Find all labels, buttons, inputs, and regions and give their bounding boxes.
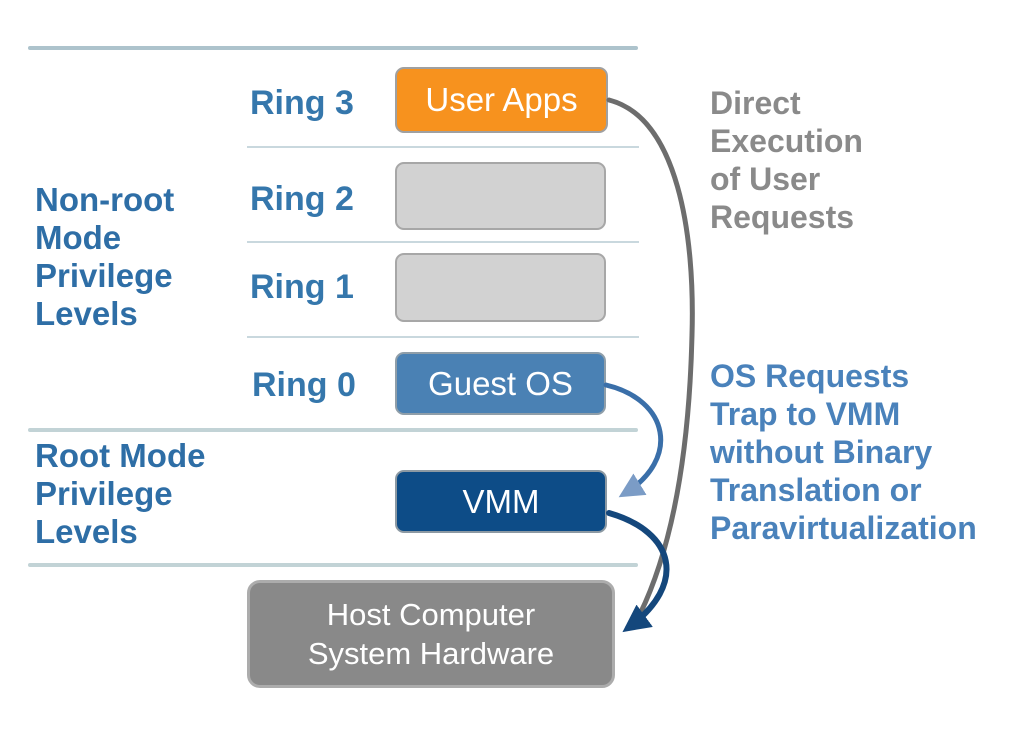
top-separator-line [28, 46, 638, 50]
guest-os-box: Guest OS [395, 352, 606, 415]
ring2-label: Ring 2 [250, 180, 354, 218]
direct-execution-arrow [606, 97, 695, 617]
root-mode-separator-line [28, 428, 638, 432]
ring3-ring2-divider [247, 146, 639, 148]
ring2-empty-box [395, 162, 606, 230]
hardware-separator-line [28, 563, 638, 567]
trap-to-vmm-note: OS Requests Trap to VMM without Binary T… [710, 358, 977, 546]
vmm-box: VMM [395, 470, 607, 533]
ring1-empty-box [395, 253, 606, 322]
ring3-label: Ring 3 [250, 84, 354, 122]
vmm-to-hardware-arrow [606, 510, 670, 633]
host-hardware-box: Host Computer System Hardware [247, 580, 615, 688]
ring2-ring1-divider [247, 241, 639, 243]
non-root-mode-label: Non-root Mode Privilege Levels [35, 181, 175, 332]
user-apps-box: User Apps [395, 67, 608, 133]
guest-os-to-vmm-arrow [603, 382, 664, 498]
ring0-label: Ring 0 [252, 366, 356, 404]
ring1-label: Ring 1 [250, 268, 354, 306]
direct-execution-note: Direct Execution of User Requests [710, 85, 863, 235]
root-mode-label: Root Mode Privilege Levels [35, 437, 206, 550]
ring1-ring0-divider [247, 336, 639, 338]
